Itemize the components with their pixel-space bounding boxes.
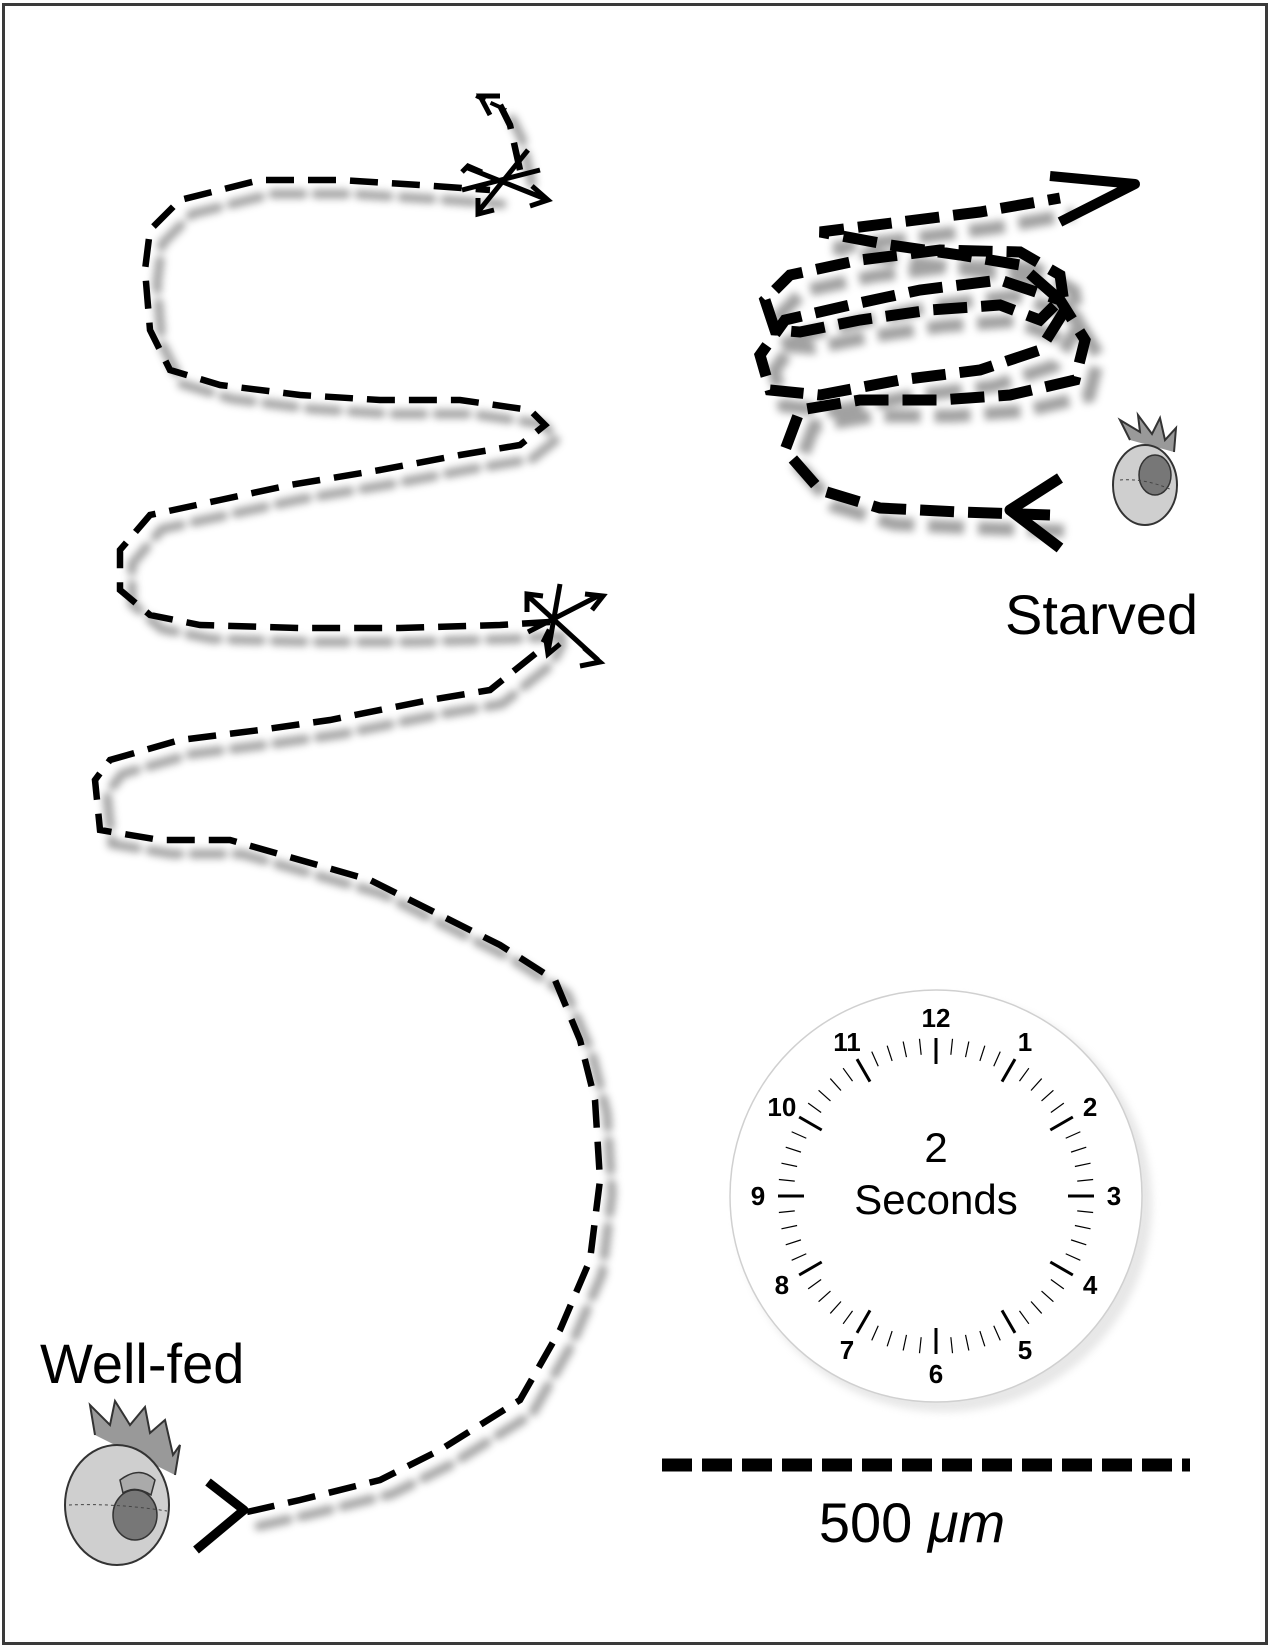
clock-numeral: 6 (929, 1359, 943, 1389)
clock-numeral: 1 (1018, 1027, 1032, 1057)
scale-bar-unit: μm (926, 1491, 1005, 1554)
clock-numeral: 4 (1083, 1270, 1098, 1300)
clock-numeral: 9 (751, 1181, 765, 1211)
clock-value: 2 (924, 1124, 947, 1171)
clock-numeral: 7 (840, 1335, 854, 1365)
well-fed-track-shadow (107, 119, 612, 1526)
well-fed-path (95, 105, 600, 1512)
clock-numeral: 10 (767, 1092, 796, 1122)
starved-label: Starved (1005, 583, 1198, 646)
well-fed-cell-icon (65, 1401, 180, 1565)
clock-unit: Seconds (854, 1176, 1017, 1223)
starved-end-arrow (1050, 176, 1135, 222)
well-fed-label: Well-fed (40, 1332, 244, 1395)
tumble-star-lower (527, 584, 603, 666)
clock-numeral: 2 (1083, 1092, 1097, 1122)
clock-numeral: 5 (1018, 1335, 1032, 1365)
scale-bar: 500 μm (662, 1465, 1196, 1554)
scale-bar-number: 500 (819, 1491, 912, 1554)
clock-numeral: 11 (833, 1027, 861, 1057)
well-fed-start-chevron (196, 1482, 244, 1550)
starved-cell-icon (1113, 415, 1177, 525)
clock-numeral: 3 (1107, 1181, 1121, 1211)
scale-bar-label: 500 μm (819, 1491, 1005, 1554)
clock-numeral: 12 (922, 1003, 951, 1033)
starved-track (760, 176, 1135, 548)
clock-numeral: 8 (775, 1270, 789, 1300)
